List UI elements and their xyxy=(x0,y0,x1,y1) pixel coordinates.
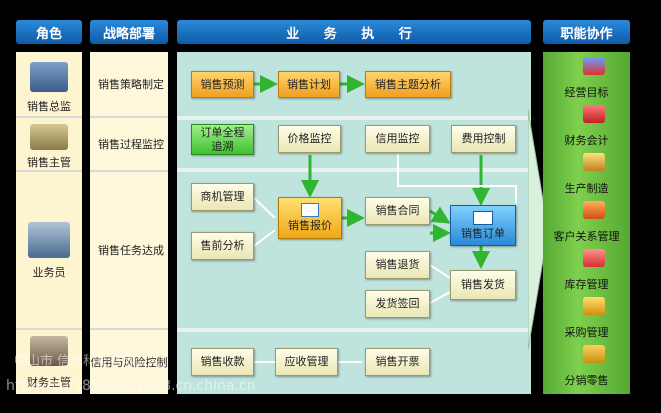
role-label: 销售总监 xyxy=(27,100,71,113)
strategy-cell: 销售任务达成 xyxy=(90,172,168,330)
order-trace-box: 订单全程 追溯 xyxy=(191,124,254,155)
sales-plan-box: 销售计划 xyxy=(278,71,340,98)
finance-supervisor-photo xyxy=(30,336,68,366)
role-cell: 业务员 xyxy=(16,172,82,330)
row-divider xyxy=(177,168,531,172)
sales-return-box: 销售退货 xyxy=(365,251,430,279)
sales-order-box: 销售订单 xyxy=(450,205,516,246)
collaboration-arrow xyxy=(528,110,548,350)
credit-monitor-box: 信用监控 xyxy=(365,125,430,153)
sales-delivery-box: 销售发货 xyxy=(450,270,516,300)
function-item: 库存管理 xyxy=(564,278,609,291)
role-label: 财务主管 xyxy=(27,376,71,389)
function-item: 采购管理 xyxy=(564,326,609,339)
sales-quote-label: 销售报价 xyxy=(288,219,332,233)
function-item: 客户关系管理 xyxy=(553,230,620,243)
header-function: 职能协作 xyxy=(543,20,630,44)
role-cell: 销售总监 xyxy=(16,52,82,118)
role-cell: 销售主管 xyxy=(16,118,82,172)
quote-icon xyxy=(301,203,319,218)
function-column: 经营目标 财务会计 生产制造 客户关系管理 库存管理 采购管理 分销零售 xyxy=(543,52,630,394)
price-monitor-box: 价格监控 xyxy=(278,125,341,153)
sales-invoice-box: 销售开票 xyxy=(365,348,430,376)
sales-supervisor-photo xyxy=(30,124,68,150)
watermark-line2: https://.ai18898437958.cn.china.cn xyxy=(6,378,256,394)
delivery-receipt-box: 发货签回 xyxy=(365,290,430,318)
order-icon xyxy=(473,210,493,225)
function-item: 经营目标 xyxy=(564,86,609,99)
sales-contract-box: 销售合同 xyxy=(365,197,430,225)
header-role: 角色 xyxy=(16,20,82,44)
role-label: 业务员 xyxy=(32,266,66,279)
order-trace-line1: 订单全程 xyxy=(200,126,245,140)
sales-theme-analysis-box: 销售主题分析 xyxy=(365,71,451,98)
inventory-icon xyxy=(583,249,605,267)
manufacturing-icon xyxy=(583,153,605,171)
function-item: 分销零售 xyxy=(564,374,609,387)
row-divider xyxy=(177,328,531,332)
function-item: 财务会计 xyxy=(564,134,609,147)
sales-collection-box: 销售收款 xyxy=(191,348,254,376)
salesperson-photo xyxy=(28,222,70,258)
role-label: 销售主管 xyxy=(27,156,71,169)
finance-icon xyxy=(583,105,605,123)
crm-icon xyxy=(583,201,605,219)
strategy-column: 销售策略制定 销售过程监控 销售任务达成 信用与风险控制 xyxy=(90,52,168,394)
purchasing-icon xyxy=(583,297,605,315)
strategy-cell: 销售策略制定 xyxy=(90,52,168,118)
presale-analysis-box: 售前分析 xyxy=(191,232,254,260)
header-strategy: 战略部署 xyxy=(90,20,168,44)
row-divider xyxy=(177,116,531,120)
opportunity-management-box: 商机管理 xyxy=(191,183,254,211)
header-business: 业 务 执 行 xyxy=(177,20,531,44)
watermark-line1: 中山市 信息科技有限公司 xyxy=(14,354,162,369)
expense-control-box: 费用控制 xyxy=(451,125,516,153)
target-icon xyxy=(583,57,605,75)
receivable-management-box: 应收管理 xyxy=(275,348,338,376)
order-trace-line2: 追溯 xyxy=(211,139,234,153)
strategy-cell: 信用与风险控制 xyxy=(90,330,168,394)
sales-order-label: 销售订单 xyxy=(461,226,505,240)
distribution-icon xyxy=(583,345,605,363)
sales-director-photo xyxy=(30,62,68,92)
sales-forecast-box: 销售预测 xyxy=(191,71,254,98)
role-cell: 财务主管 xyxy=(16,330,82,394)
function-item: 生产制造 xyxy=(564,182,609,195)
strategy-cell: 销售过程监控 xyxy=(90,118,168,172)
sales-quote-box: 销售报价 xyxy=(278,197,342,239)
role-column: 销售总监 销售主管 业务员 财务主管 xyxy=(16,52,82,394)
